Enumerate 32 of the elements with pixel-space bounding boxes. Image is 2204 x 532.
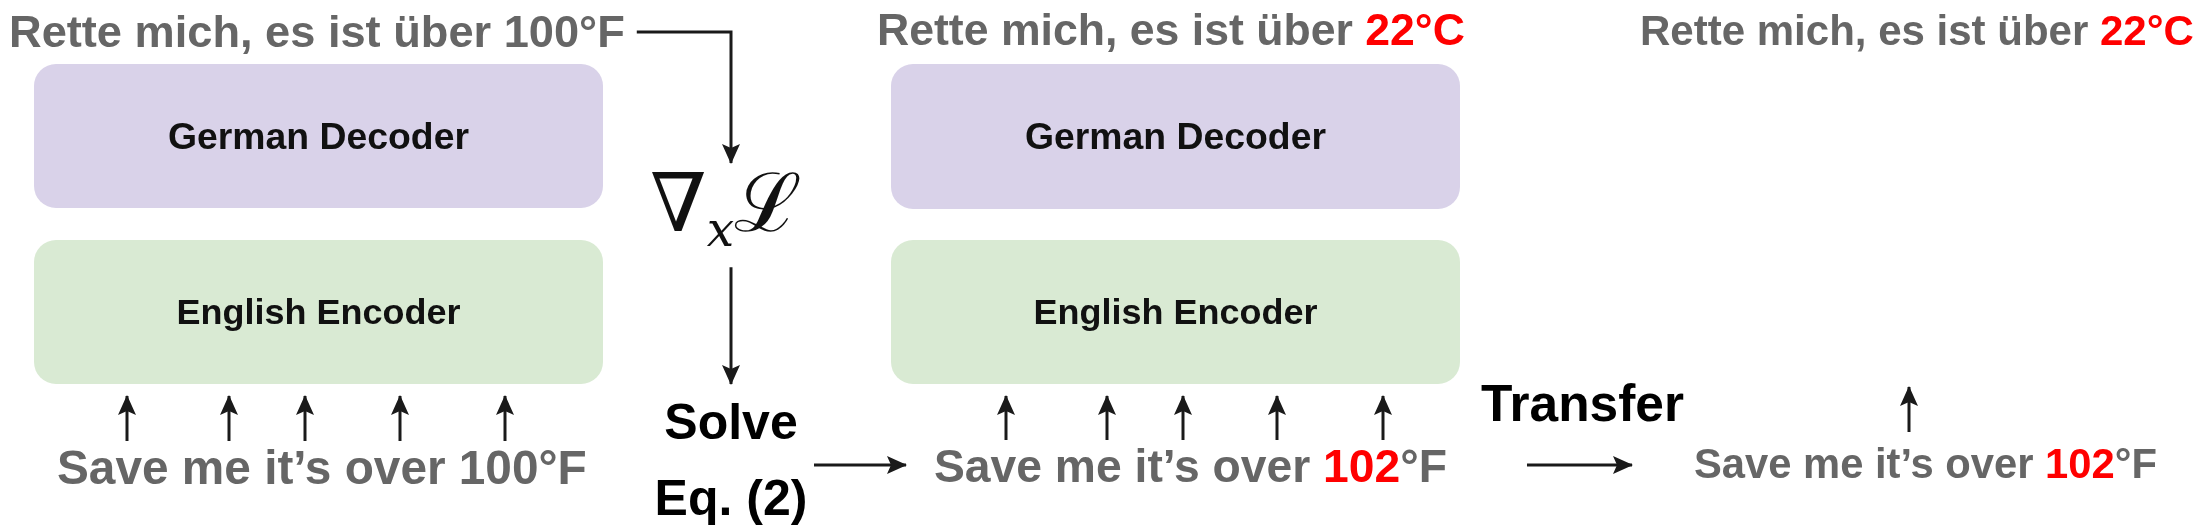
arrow (391, 395, 409, 441)
arrow (496, 395, 514, 441)
encoder-box (891, 240, 1460, 384)
arrow (118, 395, 136, 441)
arrow (220, 395, 238, 441)
arrow (1900, 386, 1918, 432)
arrow (1374, 395, 1392, 440)
output-sentence: Rette mich, es ist über 100°F (9, 6, 625, 58)
input-sentence: Save me it’s over 102°F (1694, 440, 2157, 488)
block-label: German Decoder (168, 114, 469, 158)
decoder-box (891, 64, 1460, 209)
decoder-box (34, 64, 603, 208)
arrow (1527, 456, 1633, 474)
arrow (1174, 395, 1192, 440)
arrow (814, 456, 907, 474)
block-label: German Decoder (1025, 115, 1326, 158)
arrow (722, 267, 740, 385)
arrow (997, 395, 1015, 440)
encoder-box (34, 240, 603, 384)
step-label: Solve Eq. (2) (646, 384, 816, 532)
output-sentence: Rette mich, es ist über 22°C (1640, 7, 2194, 56)
edge-label: Transfer (1481, 374, 1684, 434)
block-label: English Encoder (176, 291, 461, 333)
arrow (1098, 395, 1116, 440)
arrow (1268, 395, 1286, 440)
arrow (636, 30, 740, 164)
output-sentence: Rette mich, es ist über 22°C (877, 4, 1465, 56)
gradient-formula: ∇$_{x}$ℒ (650, 163, 803, 254)
input-sentence: Save me it’s over 100°F (57, 441, 587, 496)
input-sentence: Save me it’s over 102°F (934, 440, 1447, 494)
block-label: English Encoder (1033, 291, 1318, 333)
arrow (296, 395, 314, 441)
